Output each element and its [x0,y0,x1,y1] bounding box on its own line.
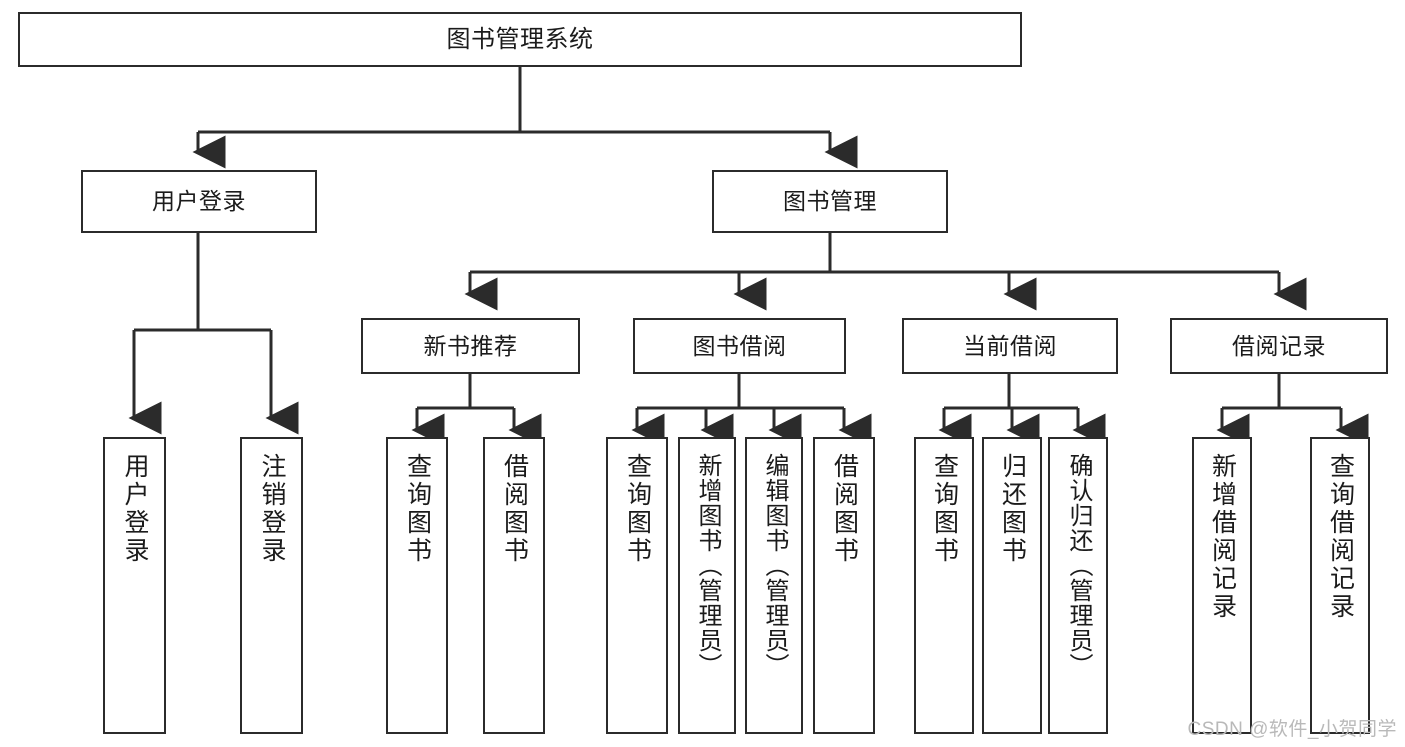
node-label: 查询借阅记录 [1326,453,1355,621]
node-label: 新增借阅记录 [1208,453,1237,621]
leaf-query-book-borrow[interactable]: 查询图书 [606,437,668,734]
node-user-login[interactable]: 用户登录 [81,170,317,233]
node-label: 查询图书 [403,453,432,565]
node-label: 确认归还（管理员） [1065,453,1092,678]
node-label: 用户登录 [152,188,246,215]
node-new-book-recommend[interactable]: 新书推荐 [361,318,580,374]
leaf-query-book-recommend[interactable]: 查询图书 [386,437,448,734]
node-label: 新增图书（管理员） [694,453,721,678]
leaf-add-book-admin[interactable]: 新增图书（管理员） [678,437,736,734]
node-current-borrow[interactable]: 当前借阅 [902,318,1118,374]
node-label: 编辑图书（管理员） [761,453,788,678]
node-label: 用户登录 [121,453,149,565]
node-book-management[interactable]: 图书管理 [712,170,948,233]
node-root-library-system[interactable]: 图书管理系统 [18,12,1022,67]
node-label: 新书推荐 [423,332,518,359]
leaf-return-book[interactable]: 归还图书 [982,437,1042,734]
node-label: 当前借阅 [963,332,1057,359]
leaf-edit-book-admin[interactable]: 编辑图书（管理员） [745,437,803,734]
node-label: 注销登录 [258,453,286,565]
leaf-borrow-book[interactable]: 借阅图书 [813,437,875,734]
node-label: 查询图书 [930,453,959,565]
node-label: 借阅图书 [830,453,859,565]
node-borrow-record[interactable]: 借阅记录 [1170,318,1388,374]
node-label: 查询图书 [623,453,652,565]
leaf-user-login[interactable]: 用户登录 [103,437,166,734]
node-book-borrow[interactable]: 图书借阅 [633,318,846,374]
node-label: 归还图书 [998,453,1027,565]
node-label: 借阅图书 [500,453,529,565]
leaf-query-book-current[interactable]: 查询图书 [914,437,974,734]
leaf-confirm-return-admin[interactable]: 确认归还（管理员） [1048,437,1108,734]
leaf-query-borrow-record[interactable]: 查询借阅记录 [1310,437,1370,734]
leaf-borrow-book-recommend[interactable]: 借阅图书 [483,437,545,734]
node-label: 图书管理 [783,188,877,215]
node-label: 借阅记录 [1232,332,1326,359]
leaf-logout[interactable]: 注销登录 [240,437,303,734]
node-label: 图书管理系统 [446,25,594,53]
watermark: CSDN @软件_小贺同学 [1187,719,1397,740]
node-label: 图书借阅 [692,332,787,359]
leaf-add-borrow-record[interactable]: 新增借阅记录 [1192,437,1252,734]
